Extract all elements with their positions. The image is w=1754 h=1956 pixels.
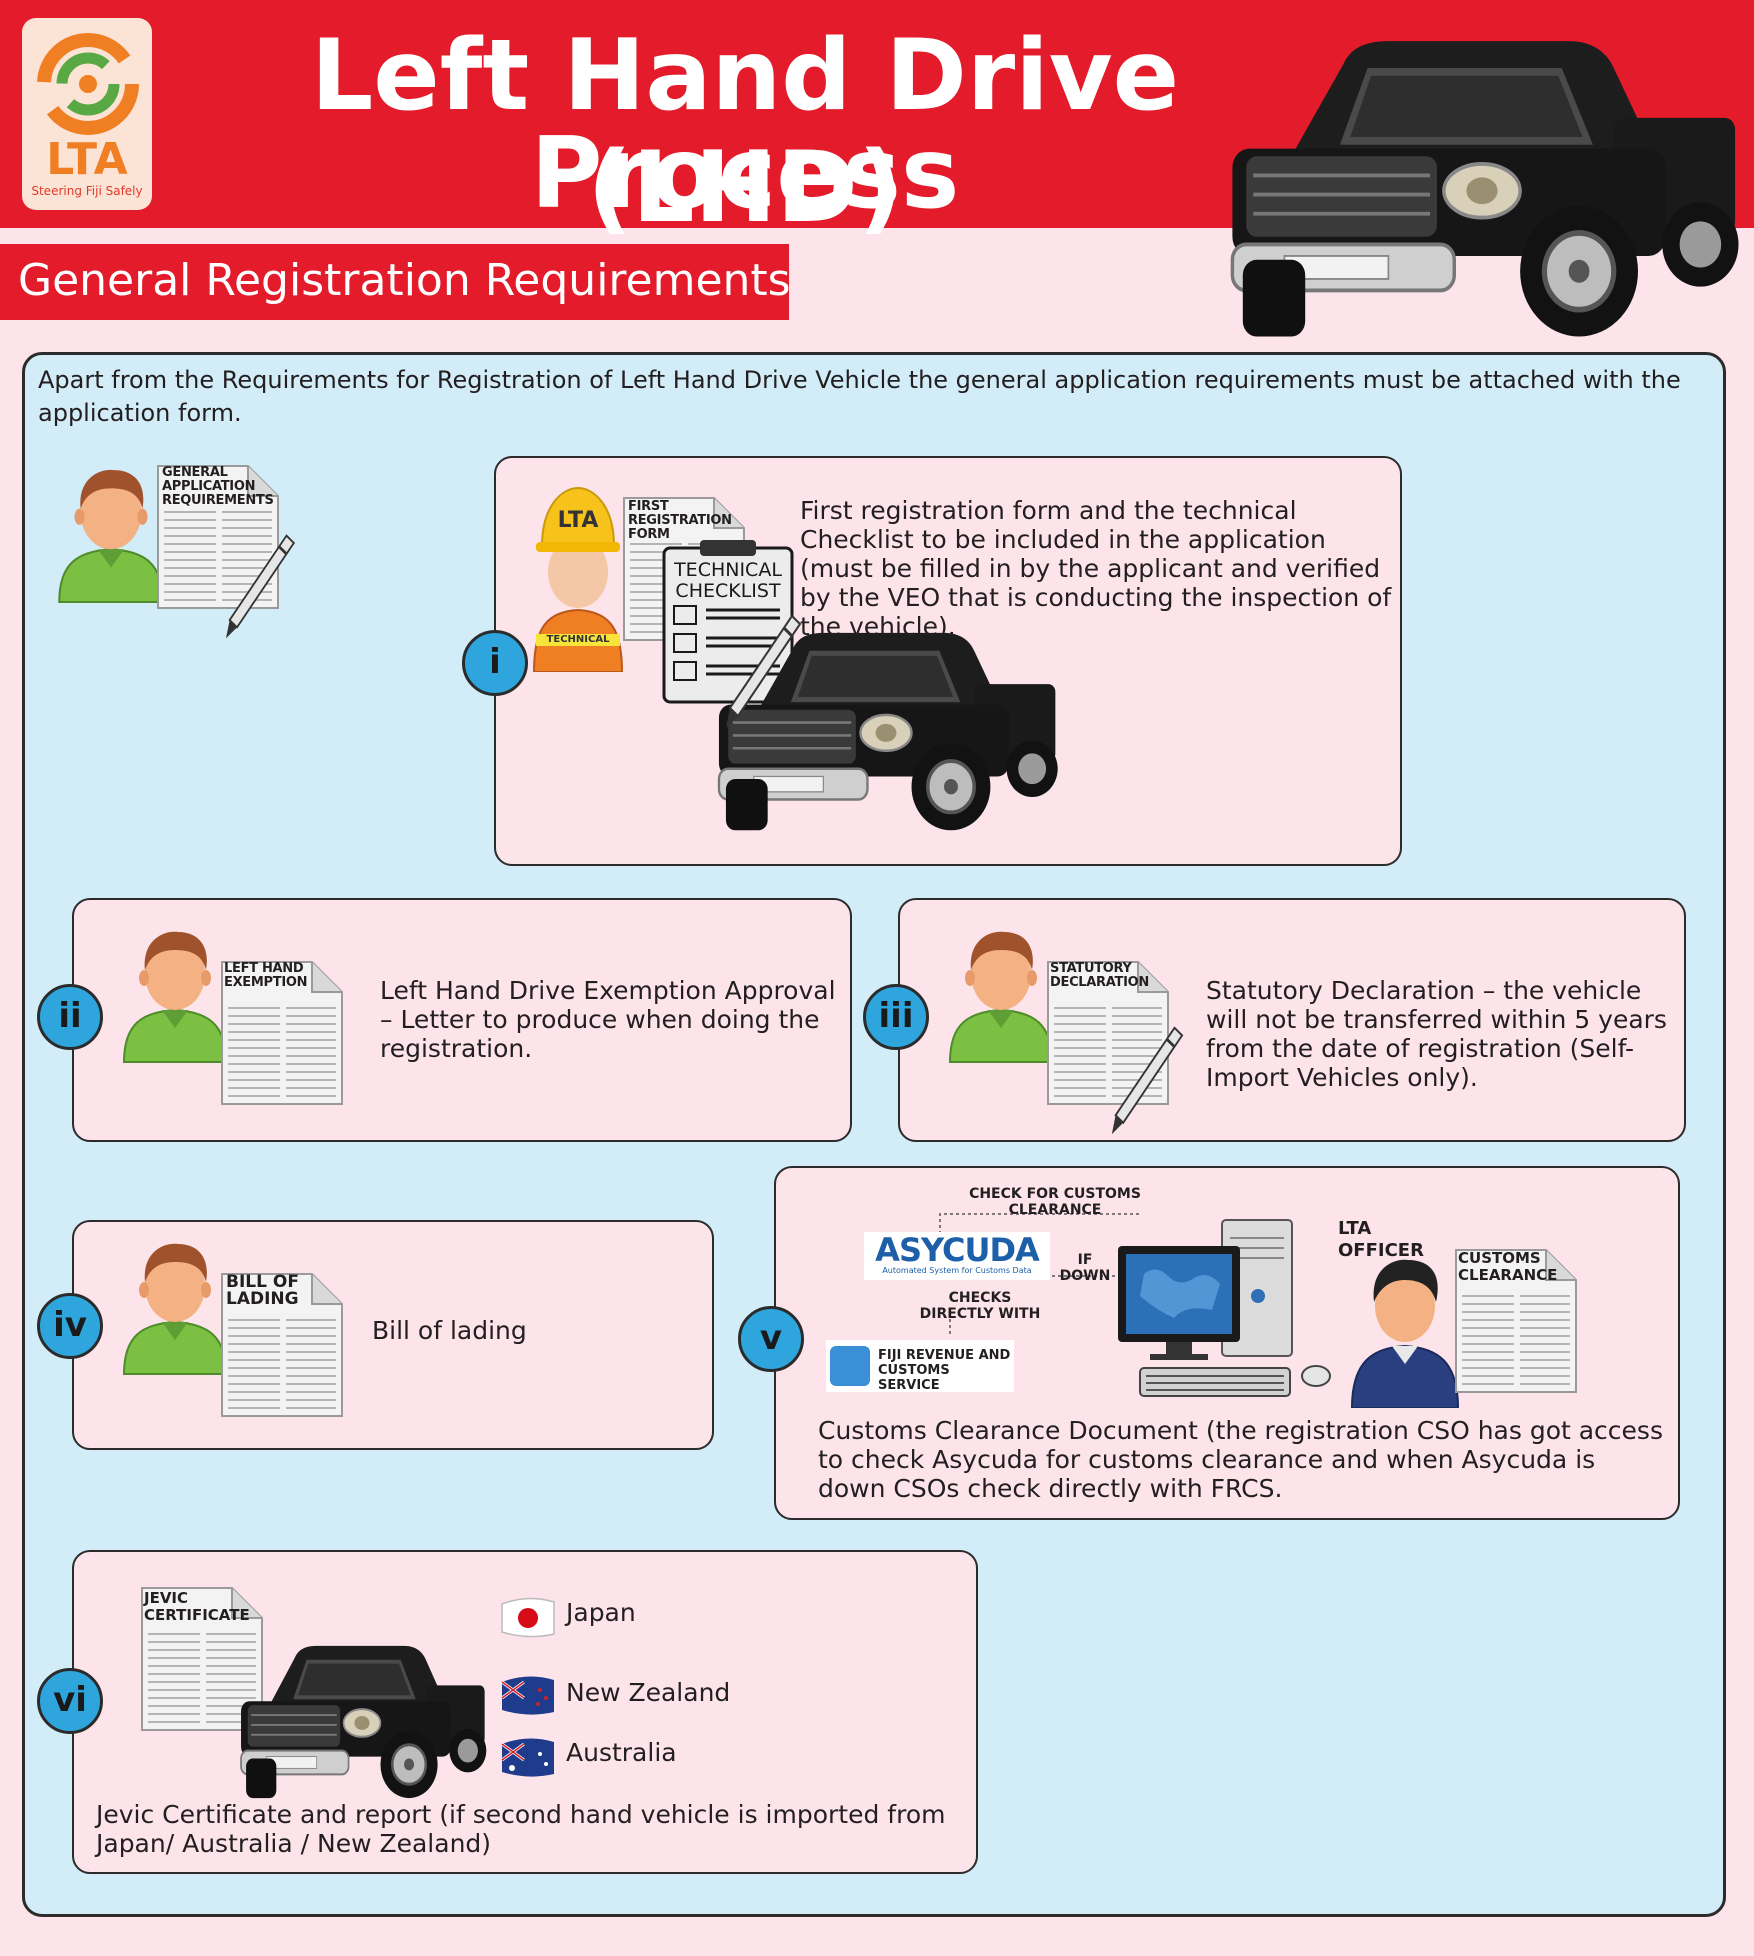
badge-ii: ii xyxy=(37,984,103,1050)
item-vi-truck-image xyxy=(236,1636,488,1804)
badge-vi: vi xyxy=(37,1668,103,1734)
logo-text: LTA xyxy=(46,134,128,185)
lta-officer-icon xyxy=(1350,1244,1460,1408)
country-australia: Australia xyxy=(566,1738,677,1767)
jevic-certificate-document-icon: JEVIC CERTIFICATE xyxy=(138,1584,266,1734)
section-subtitle: General Registration Requirements xyxy=(18,255,791,306)
badge-i: i xyxy=(462,630,528,696)
applicant-person-icon xyxy=(52,462,170,604)
frcs-emblem-icon xyxy=(830,1346,870,1386)
if-down-label: IF DOWN xyxy=(1059,1252,1111,1284)
pen-icon xyxy=(1106,1024,1186,1138)
subtitle-bar xyxy=(0,244,789,320)
checks-directly-label: CHECKS DIRECTLY WITH xyxy=(919,1290,1041,1322)
computer-workstation-icon xyxy=(1116,1218,1342,1404)
page-title-line1: Left Hand Drive (LHD) xyxy=(310,19,1180,245)
technical-checklist-label: TECHNICAL CHECKLIST xyxy=(674,559,782,602)
general-application-document-icon: GENERAL APPLICATION REQUIREMENTS xyxy=(154,462,282,612)
japan-flag-icon xyxy=(498,1594,558,1640)
item-vi-text: Jevic Certificate and report (if second … xyxy=(96,1800,946,1858)
bill-of-lading-doc-label: BILL OF LADING xyxy=(226,1272,299,1309)
item-i-pen-icon xyxy=(722,612,802,732)
exemption-document-icon: LEFT HAND EXEMPTION xyxy=(218,958,346,1108)
customs-clearance-doc-label: CUSTOMS CLEARANCE xyxy=(1458,1249,1558,1284)
inspector-technician-icon: LTA TECHNICAL xyxy=(528,476,628,672)
item-iv-text: Bill of lading xyxy=(372,1316,527,1345)
item-iii-text: Statutory Declaration – the vehicle will… xyxy=(1206,976,1667,1092)
statutory-declaration-document-icon: STATUTORY DECLARATION xyxy=(1044,958,1172,1108)
item-ii-text: Left Hand Drive Exemption Approval – Let… xyxy=(380,976,836,1063)
pen-icon xyxy=(214,532,304,642)
statutory-doc-label: STATUTORY DECLARATION xyxy=(1050,961,1149,990)
bill-of-lading-document-icon: BILL OF LADING xyxy=(218,1270,346,1420)
frcs-name: FIJI REVENUE AND CUSTOMS SERVICE xyxy=(878,1348,1011,1393)
lta-logo: LTA Steering Fiji Safely xyxy=(22,18,152,210)
frcs-logo: FIJI REVENUE AND CUSTOMS SERVICE xyxy=(826,1340,1014,1393)
country-new-zealand: New Zealand xyxy=(566,1678,731,1707)
item-v-text: Customs Clearance Document (the registra… xyxy=(818,1416,1663,1503)
header-truck-image xyxy=(1222,22,1742,348)
asycuda-logo: ASYCUDA Automated System for Customs Dat… xyxy=(864,1232,1050,1280)
first-registration-form-label: FIRST REGISTRATION FORM xyxy=(628,499,732,542)
applicant-person-icon xyxy=(120,1236,230,1376)
vest-label: TECHNICAL xyxy=(546,634,610,645)
helmet-label: LTA xyxy=(557,508,599,533)
customs-clearance-document-icon: CUSTOMS CLEARANCE xyxy=(1452,1246,1580,1396)
asycuda-name: ASYCUDA xyxy=(875,1231,1040,1269)
new-zealand-flag-icon xyxy=(498,1672,558,1718)
item-i-text: First registration form and the technica… xyxy=(800,496,1392,641)
badge-v: v xyxy=(738,1306,804,1372)
first-registration-form-icon: FIRST REGISTRATION FORM xyxy=(620,494,748,644)
check-for-customs-label: CHECK FOR CUSTOMS CLEARANCE xyxy=(969,1186,1141,1218)
badge-iv: iv xyxy=(37,1293,103,1359)
general-doc-label: GENERAL APPLICATION REQUIREMENTS xyxy=(162,465,274,508)
australia-flag-icon xyxy=(498,1734,558,1780)
lta-officer-label: LTA OFFICER xyxy=(1338,1218,1424,1261)
exemption-doc-label: LEFT HAND EXEMPTION xyxy=(224,961,308,990)
country-japan: Japan xyxy=(566,1598,636,1627)
applicant-person-icon xyxy=(120,924,230,1064)
logo-tagline: Steering Fiji Safely xyxy=(31,184,143,198)
page-title-line2: Process xyxy=(530,117,960,231)
jevic-doc-label: JEVIC CERTIFICATE xyxy=(144,1589,250,1624)
asycuda-subtitle: Automated System for Customs Data xyxy=(882,1266,1032,1275)
applicant-person-icon xyxy=(946,924,1056,1064)
intro-text: Apart from the Requirements for Registra… xyxy=(38,366,1681,427)
badge-iii: iii xyxy=(863,984,929,1050)
